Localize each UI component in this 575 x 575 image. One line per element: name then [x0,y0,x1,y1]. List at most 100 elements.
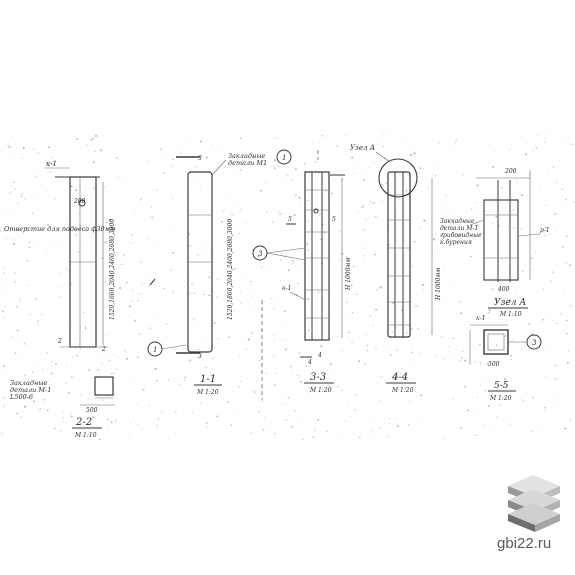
speckle [482,425,484,427]
speckle [203,367,204,369]
speckle [206,250,208,252]
mark-k1-node: к-1 [476,315,485,322]
speckle [558,221,560,223]
speckle [291,373,293,375]
speckle [436,222,438,224]
speckle [419,352,421,355]
speckle [412,265,414,266]
speckle [238,356,240,358]
speckle [445,297,447,299]
speckle [389,423,391,425]
speckle [467,220,470,222]
speckle [273,355,274,357]
speckle [396,375,399,378]
speckle [47,224,49,226]
speckle [346,301,348,303]
speckle [353,172,354,174]
speckle [256,380,258,382]
speckle [455,284,456,285]
speckle [245,347,248,350]
speckle [20,416,23,419]
speckle [456,149,458,151]
speckle [266,210,269,213]
speckle [118,350,119,352]
speckle [286,174,289,177]
speckle [41,368,44,371]
speckle [462,174,464,176]
speckle [90,139,93,141]
speckle [94,151,96,153]
speckle [473,371,474,373]
speckle [391,330,393,333]
speckle [314,161,317,163]
speckle [520,228,523,231]
speckle [85,225,87,228]
speckle [394,376,397,379]
speckle [282,403,284,406]
speckle [547,173,549,175]
speckle [174,411,177,413]
speckle [544,313,546,315]
speckle [204,367,207,369]
speckle [280,280,281,282]
speckle [82,198,84,200]
speckle [368,167,370,169]
speckle [384,135,386,137]
speckle [418,228,420,230]
speckle [48,240,50,242]
speckle [108,359,111,362]
speckle [114,295,116,297]
speckle [23,342,26,345]
speckle [208,294,211,297]
speckle [413,151,416,154]
node-dim-top: 200 [504,168,517,175]
speckle [477,317,479,319]
speckle [566,324,567,325]
speckle [235,252,237,254]
speckle [410,154,412,157]
paper-noise [0,134,575,441]
speckle [246,155,248,156]
speckle [40,379,42,381]
speckle [402,337,404,339]
speckle [168,439,170,440]
speckle [230,424,232,427]
speckle [172,158,174,161]
speckle [216,279,218,281]
speckle [287,397,290,399]
speckle [11,137,12,138]
speckle [370,439,371,441]
speckle [75,234,78,236]
speckle [113,395,115,397]
callout-3: 3 [258,250,263,258]
speckle [32,354,34,356]
speckle [544,141,546,143]
speckle [350,251,352,253]
speckle [29,313,32,316]
speckle [479,343,481,346]
speckle [364,362,367,365]
speckle [80,394,83,397]
speckle [474,201,476,204]
speckle [315,423,317,425]
speckle [142,389,145,392]
speckle [199,140,201,142]
speckle [101,399,104,401]
speckle [276,410,278,412]
speckle [3,404,5,407]
speckle [336,335,338,338]
speckle [460,426,462,429]
speckle [127,241,129,243]
speckle [565,198,567,201]
speckle [104,280,107,283]
speckle [496,344,498,347]
speckle [28,285,30,287]
node-dim-bottom: 400 [497,286,510,293]
speckle [179,335,180,336]
speckle [140,260,142,263]
speckle [23,374,26,377]
speckle [49,171,52,174]
speckle [191,412,193,414]
